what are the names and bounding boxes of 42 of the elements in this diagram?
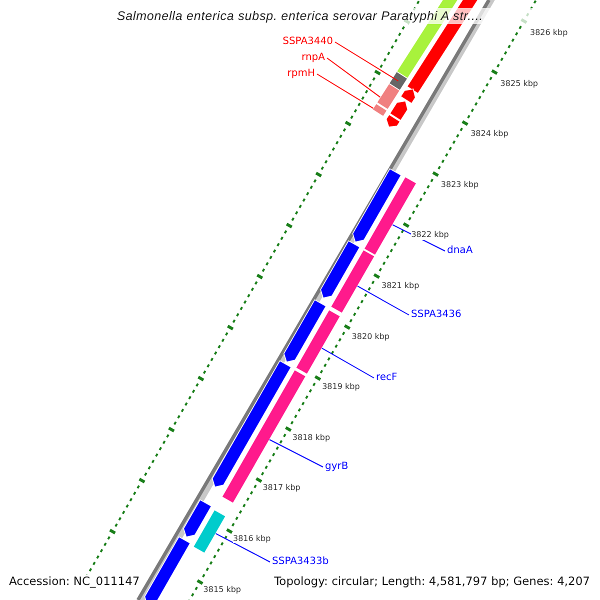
gene-bar	[352, 168, 402, 242]
scale-label: 3818 kbp	[292, 432, 330, 442]
scale-label: 3820 kbp	[352, 332, 390, 341]
gene-label: rpmH	[286, 68, 316, 80]
gene-bar	[144, 536, 191, 600]
gene-bar	[192, 509, 226, 554]
gene-label: SSPA3436	[410, 309, 462, 320]
leader-line	[215, 533, 270, 562]
scale-label: 3824 kbp	[470, 129, 508, 138]
scale-label: 3825 kbp	[500, 78, 538, 88]
scale-label: 3826 kbp	[530, 28, 568, 38]
leader-line	[357, 286, 410, 316]
gene-bar	[372, 102, 388, 118]
scale-label: 3821 kbp	[382, 281, 420, 290]
gene-bar	[388, 70, 408, 92]
gene-bar	[389, 100, 408, 122]
leader-line	[334, 42, 399, 82]
leader-line	[326, 58, 381, 98]
gene-bar	[330, 249, 376, 314]
gene-label: SSPA3433b	[271, 556, 330, 568]
footer-text: Topology: circular; Length: 4,581,797 bp; Genes: 4,207	[272, 575, 592, 588]
gene-bar	[400, 88, 416, 104]
scale-label: 3815 kbp	[203, 584, 241, 594]
leader-line	[316, 74, 374, 109]
leader-line	[269, 439, 324, 468]
footer-text: Accession: NC_011147	[7, 575, 142, 588]
scale-label: 3819 kbp	[322, 382, 360, 392]
gene-bar	[320, 240, 360, 298]
gene-label: gyrB	[324, 461, 350, 472]
scale-label: 3823 kbp	[440, 180, 479, 189]
gene-bar	[283, 299, 327, 362]
gene-label: rnpA	[300, 52, 326, 64]
gene-label: SSPA3440	[282, 36, 334, 48]
gene-bar	[183, 499, 212, 538]
gene-bar	[386, 114, 401, 128]
gene-label: recF	[375, 372, 398, 384]
scale-label: 3822 kbp	[411, 230, 449, 240]
scale-label: 3816 kbp	[233, 534, 271, 544]
gene-bar	[295, 309, 341, 375]
gene-bar	[376, 82, 400, 110]
gene-label: dnaA	[446, 245, 474, 256]
scale-label: 3817 kbp	[262, 483, 300, 493]
